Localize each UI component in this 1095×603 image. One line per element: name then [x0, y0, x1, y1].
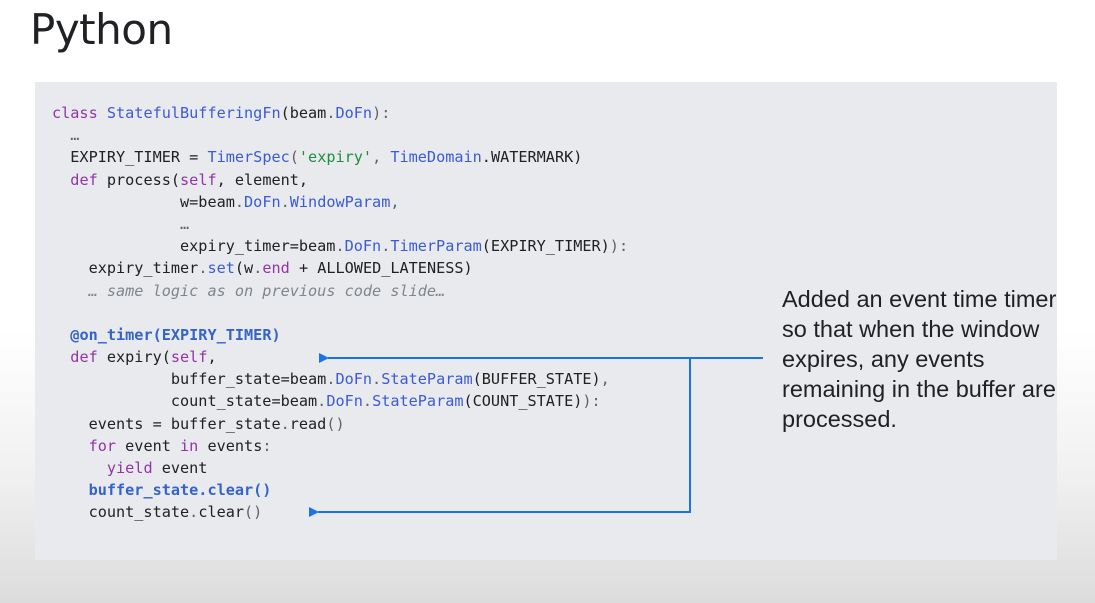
code-line-13: buffer_state=beam.DoFn.StateParam(BUFFER… — [52, 370, 610, 389]
code-line-7: expiry_timer=beam.DoFn.TimerParam(EXPIRY… — [52, 237, 629, 256]
callout-text: Added an event time timer so that when t… — [782, 286, 1057, 432]
code-line-4: def process(self, element, — [70, 170, 309, 189]
code-line-17: yield event — [106, 459, 208, 477]
code-line-14: count_state=beam.DoFn.StateParam(COUNT_S… — [52, 392, 601, 411]
code-line-2: … — [52, 126, 80, 145]
code-line-11: @on_timer(EXPIRY_TIMER) — [70, 325, 281, 344]
code-line-6: … — [52, 214, 190, 233]
code-line-8: expiry_timer.set(w.end + ALLOWED_LATENES… — [52, 259, 473, 278]
code-line-19: count_state.clear() — [52, 503, 263, 522]
code-line-18: buffer_state.clear() — [88, 481, 272, 500]
code-line-5: w=beam.DoFn.WindowParam, — [52, 192, 400, 211]
code-block: class StatefulBufferingFn(beam.DoFn): … … — [52, 102, 628, 524]
code-line-3: EXPIRY_TIMER = TimerSpec('expiry', TimeD… — [52, 148, 583, 167]
code-line-12: def expiry(self, — [70, 348, 217, 367]
code-line-15: events = buffer_state.read() — [52, 414, 345, 433]
code-line-9: … same logic as on previous code slide… — [88, 281, 446, 300]
slide-title: Python — [30, 5, 173, 54]
code-line-1: class StatefulBufferingFn(beam.DoFn): — [52, 104, 391, 122]
code-line-10 — [52, 302, 628, 324]
code-line-16: for event in events: — [88, 436, 272, 455]
